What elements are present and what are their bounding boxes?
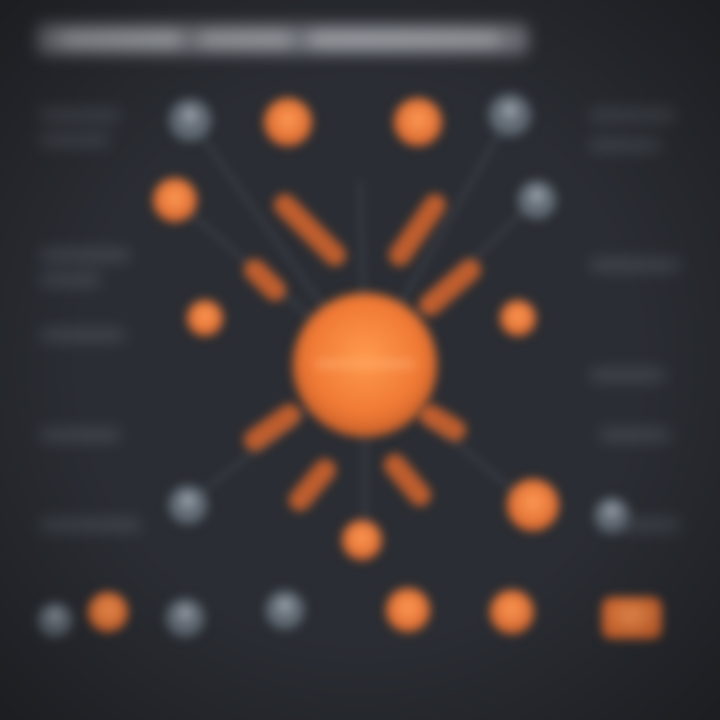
left-text-column	[40, 110, 140, 530]
node-lower-right-gray-person-icon	[606, 505, 618, 516]
bottom-icon-5	[386, 588, 430, 632]
nodes-layer	[153, 93, 630, 560]
bottom-icon-4-person-icon	[279, 599, 291, 611]
node-top-right-gray-person-icon	[503, 102, 517, 117]
bottom-icon-6	[490, 590, 534, 634]
node-top-left-gray-person-icon	[183, 107, 197, 122]
bottom-icon-7	[602, 597, 662, 639]
right-text-column	[590, 110, 680, 530]
node-right-gray-person-icon	[531, 189, 543, 201]
central-node-stripe	[315, 360, 415, 368]
node-bottom-orange	[342, 520, 382, 560]
node-top-orange-1	[264, 98, 312, 146]
title-bar	[38, 24, 528, 54]
node-lower-right-orange	[507, 479, 559, 531]
node-left-orange	[153, 178, 197, 222]
bottom-icon-3-person-icon	[179, 607, 191, 619]
node-mid-left-orange	[187, 300, 223, 336]
bottom-icon-1-person-icon	[49, 610, 61, 621]
bottom-icon-2	[88, 592, 128, 632]
bottom-icon-row	[37, 588, 662, 639]
node-top-orange-2	[394, 98, 442, 146]
node-lower-left-gray-person-icon	[182, 494, 194, 506]
node-mid-right-orange	[500, 300, 536, 336]
orange-rays	[244, 194, 481, 511]
